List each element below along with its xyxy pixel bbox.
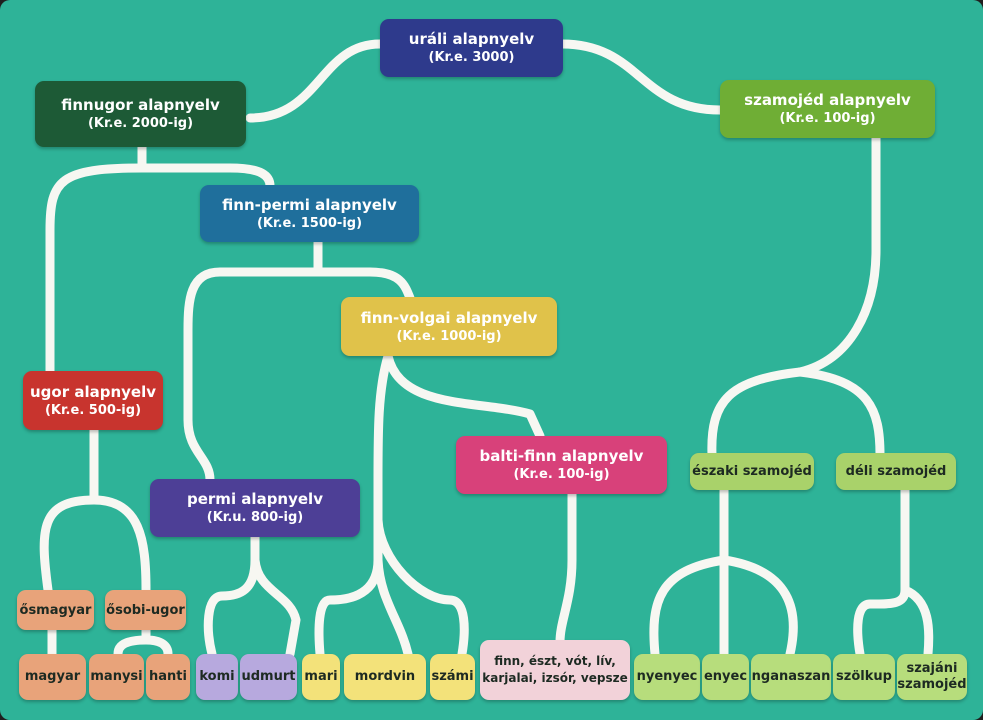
leaf-mordvin-name: mordvin xyxy=(354,669,416,684)
node-ugor-date: (Kr.e. 500-ig) xyxy=(44,402,142,418)
leaf-magyar-name: magyar xyxy=(24,669,81,684)
node-finnugor-date: (Kr.e. 2000-ig) xyxy=(87,116,194,131)
link-urali-finnugor xyxy=(245,39,385,123)
node-urali-alapnyelv: uráli alapnyelv (Kr.e. 3000) xyxy=(380,19,563,77)
node-finnpermi-name: finn-permi alapnyelv xyxy=(222,195,397,214)
leaf-manysi: manysi xyxy=(89,654,144,700)
link-permi-down xyxy=(203,531,260,659)
link-deli-szajani xyxy=(900,585,934,659)
node-permi-alapnyelv: permi alapnyelv (Kr.u. 800-ig) xyxy=(150,479,360,537)
leaf-szolkup: szölkup xyxy=(833,654,895,700)
node-deli-szamojed: déli szamojéd xyxy=(836,453,956,490)
link-permi-udmurt xyxy=(250,555,301,659)
link-szamojed-deli xyxy=(795,367,885,460)
leaf-szami: számi xyxy=(430,654,475,700)
link-szami xyxy=(373,515,469,659)
node-finnvolgai-date: (Kr.e. 1000-ig) xyxy=(396,328,502,344)
node-urali-name: uráli alapnyelv xyxy=(408,30,535,48)
leaf-komi-name: komi xyxy=(199,669,235,684)
leaf-nganaszan-name: nganaszan xyxy=(751,669,831,684)
link-osobiugor-split xyxy=(113,625,173,659)
node-eszaki-szamojed: északi szamojéd xyxy=(690,453,814,490)
leaf-komi: komi xyxy=(196,654,238,700)
leaf-udmurt-name: udmurt xyxy=(241,669,296,684)
leaf-nganaszan: nganaszan xyxy=(751,654,831,700)
leaf-hanti: hanti xyxy=(146,654,190,700)
leaf-magyar: magyar xyxy=(19,654,86,700)
leaf-szolkup-name: szölkup xyxy=(836,669,892,684)
node-finnugor-alapnyelv: finnugor alapnyelv (Kr.e. 2000-ig) xyxy=(35,81,246,147)
node-baltifinn-alapnyelv: balti-finn alapnyelv (Kr.e. 100-ig) xyxy=(456,436,667,494)
leaf-szajani-szamojed: szajáni szamojéd xyxy=(897,654,967,700)
node-baltifinn-name: balti-finn alapnyelv xyxy=(479,447,644,465)
leaf-mari-name: mari xyxy=(304,669,338,684)
link-finnvolgai-left xyxy=(373,351,393,565)
link-szamojed-stem xyxy=(795,133,881,377)
link-finnugor-ugor xyxy=(45,163,147,377)
leaf-baltifinn-line2: karjalai, izsór, vepsze xyxy=(482,671,628,685)
link-deli-down xyxy=(853,485,910,659)
leaf-baltifinn-line1: finn, észt, vót, lív, xyxy=(494,654,616,668)
leaf-enyec-name: enyec xyxy=(703,669,748,684)
link-finnugor-finnpermi xyxy=(137,163,275,191)
node-osobiugor-name: ősobi-ugor xyxy=(106,602,185,618)
leaf-enyec: enyec xyxy=(702,654,749,700)
leaf-nyenyec-name: nyenyec xyxy=(636,669,698,684)
node-permi-date: (Kr.u. 800-ig) xyxy=(206,510,304,525)
link-finnpermi-finnvolgai xyxy=(313,267,415,303)
link-mordvin xyxy=(373,555,413,659)
node-szamojed-date: (Kr.e. 100-ig) xyxy=(779,111,876,126)
leaf-nyenyec: nyenyec xyxy=(634,654,700,700)
node-szamojed-alapnyelv: szamojéd alapnyelv (Kr.e. 100-ig) xyxy=(720,80,935,138)
node-eszaki-name: északi szamojéd xyxy=(692,464,812,479)
link-szamojed-eszaki xyxy=(707,367,805,460)
leaf-mari: mari xyxy=(302,654,340,700)
node-urali-date: (Kr.e. 3000) xyxy=(428,50,515,65)
node-finnvolgai-name: finn-volgai alapnyelv xyxy=(360,308,538,327)
node-osmagyar: ősmagyar xyxy=(17,590,94,630)
node-finnvolgai-alapnyelv: finn-volgai alapnyelv (Kr.e. 1000-ig) xyxy=(341,297,557,356)
link-eszaki-nyenyec xyxy=(649,555,729,659)
node-ugor-name: ugor alapnyelv xyxy=(29,382,156,401)
link-urali-szamojed xyxy=(557,39,725,115)
link-finnvolgai-right xyxy=(383,351,545,441)
leaf-udmurt: udmurt xyxy=(240,654,297,700)
leaf-szami-name: számi xyxy=(431,669,474,684)
leaf-szajani-line1: szajáni xyxy=(906,661,958,676)
leaf-manysi-name: manysi xyxy=(90,669,143,684)
link-eszaki-nganaszan xyxy=(719,555,798,659)
link-finnpermi-permi xyxy=(183,267,323,485)
node-deli-name: déli szamojéd xyxy=(845,464,947,479)
node-finnpermi-date: (Kr.e. 1500-ig) xyxy=(256,215,363,231)
node-osobiugor: ősobi-ugor xyxy=(105,590,186,630)
link-baltifinn-down xyxy=(555,489,577,647)
node-finnugor-name: finnugor alapnyelv xyxy=(61,96,220,114)
leaf-szajani-line2: szamojéd xyxy=(897,677,967,692)
leaf-hanti-name: hanti xyxy=(149,669,187,684)
node-finnpermi-alapnyelv: finn-permi alapnyelv (Kr.e. 1500-ig) xyxy=(200,185,419,242)
link-ugor-osmagyar xyxy=(39,495,99,595)
node-szamojed-name: szamojéd alapnyelv xyxy=(744,91,911,109)
link-mari-mordvin-split xyxy=(314,555,383,659)
node-osmagyar-name: ősmagyar xyxy=(19,602,92,618)
leaf-mordvin: mordvin xyxy=(344,654,426,700)
node-permi-name: permi alapnyelv xyxy=(187,490,323,508)
node-baltifinn-date: (Kr.e. 100-ig) xyxy=(513,467,610,482)
node-ugor-alapnyelv: ugor alapnyelv (Kr.e. 500-ig) xyxy=(23,371,163,430)
link-ugor-osobiugor xyxy=(89,495,151,595)
leaf-baltifinn-languages: finn, észt, vót, lív, karjalai, izsór, v… xyxy=(480,640,630,700)
